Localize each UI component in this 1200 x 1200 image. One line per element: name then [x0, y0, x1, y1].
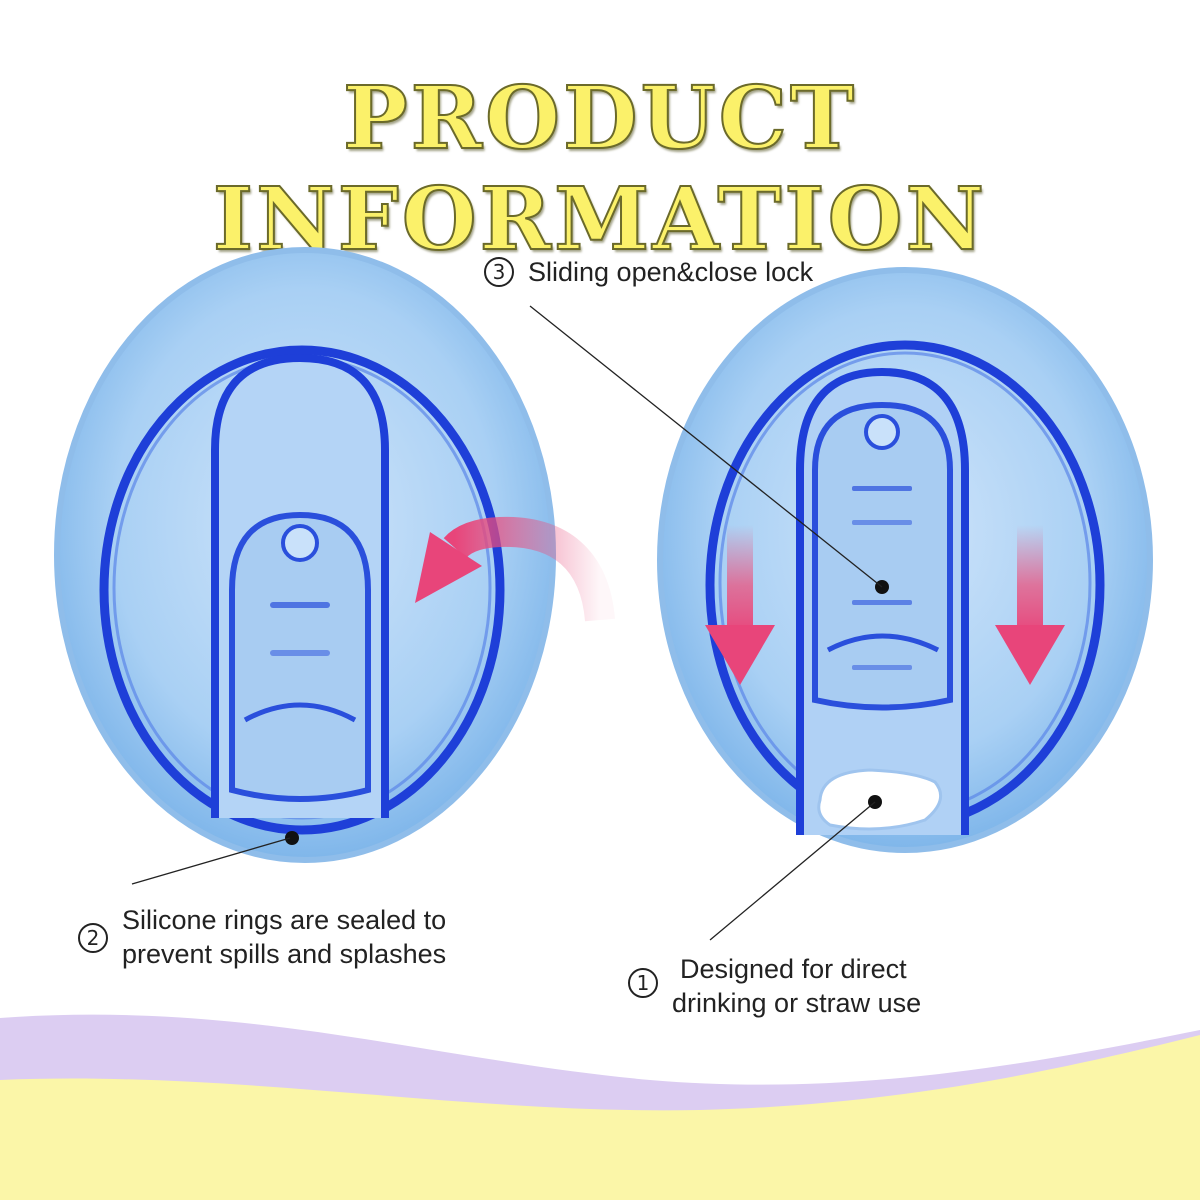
callout-number: 1	[628, 968, 658, 998]
callout-text: Sliding open&close lock	[528, 257, 814, 287]
leader-lines	[131, 305, 883, 941]
callout-text: Silicone rings are sealed to	[122, 905, 447, 935]
background-wave	[0, 1014, 1200, 1200]
callout-number: 3	[484, 257, 514, 287]
lid-right	[657, 267, 1153, 853]
rotate-arrow	[415, 516, 615, 622]
callout-silicone-rings: 2 Silicone rings are sealed to prevent s…	[78, 903, 446, 971]
callout-text: Designed for direct	[680, 954, 907, 984]
lid-left	[54, 247, 556, 863]
callout-number: 2	[78, 923, 108, 953]
callout-sliding-lock: 3 Sliding open&close lock	[484, 255, 813, 289]
callout-text: drinking or straw use	[672, 988, 922, 1018]
callout-text: prevent spills and splashes	[122, 939, 447, 969]
callout-direct-drinking: 1 Designed for direct drinking or straw …	[628, 952, 921, 1020]
